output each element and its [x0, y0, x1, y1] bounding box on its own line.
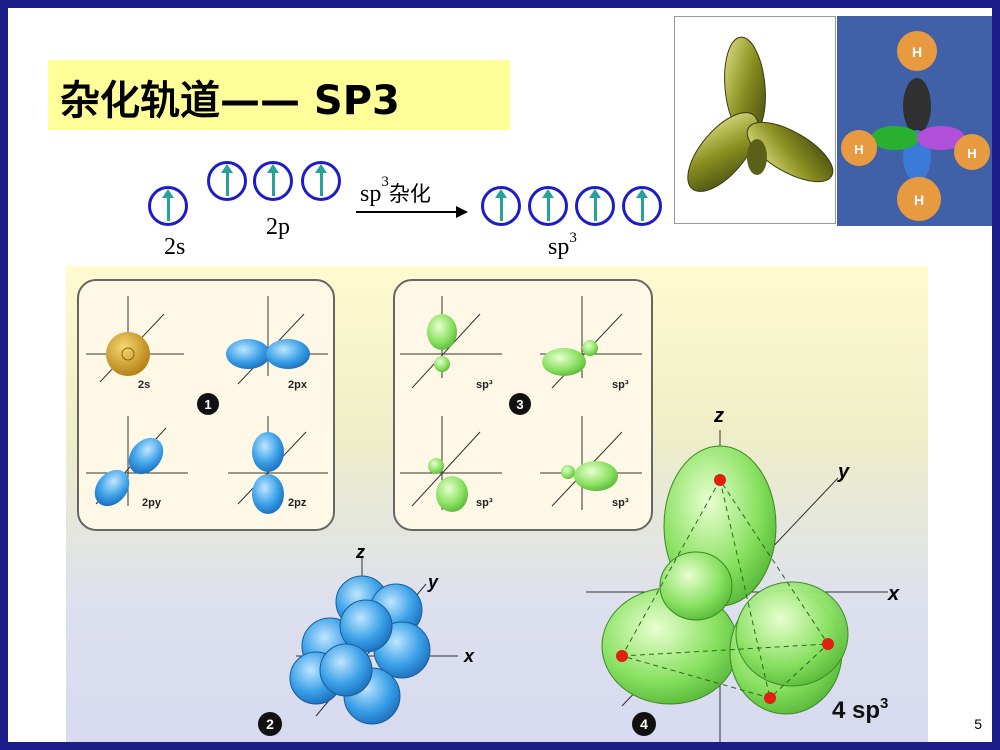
step-number: 3 [516, 397, 523, 412]
page-number: 5 [974, 716, 982, 732]
h-atom-label: H [854, 142, 863, 157]
orbital-label: 2s [138, 379, 150, 391]
orbital-label: sp³ [476, 379, 493, 391]
orbital-2p-1 [207, 161, 247, 201]
step-number: 4 [640, 716, 648, 732]
methane-model: H H H H [841, 31, 990, 221]
step-number: 1 [204, 397, 211, 412]
sp3-orbital-1: sp³ [400, 296, 502, 391]
px-orbital: 2px [226, 296, 328, 391]
step-number-badge [632, 712, 656, 736]
orbital-figures: 2s 2px 2py [77, 279, 900, 742]
label-2s: 2s [164, 234, 186, 260]
slide-title: 杂化轨道—— SP3 [60, 78, 400, 124]
methane-model-image: H H H H [837, 16, 992, 226]
axis-label-y: y [837, 461, 850, 483]
s-orbital: 2s [86, 296, 184, 391]
axis-label-z: z [713, 405, 724, 427]
orbital-sp3-1 [481, 186, 521, 226]
electron-arrow [162, 189, 174, 221]
title-box: 杂化轨道—— SP3 [48, 60, 510, 130]
label-sp3: sp3 [548, 230, 577, 260]
electron-arrow [542, 189, 554, 221]
orbital-label: sp³ [612, 497, 629, 509]
step-number-badge [509, 393, 531, 415]
axis-label-x: x [463, 646, 475, 666]
electron-arrow [636, 189, 648, 221]
hybridization-label: sp3杂化 [360, 174, 431, 207]
step-number: 2 [266, 716, 274, 732]
orbital-label: sp³ [612, 379, 629, 391]
orbital-sp3-4 [622, 186, 662, 226]
axis-label-y: y [427, 572, 439, 592]
orbital-label: 2px [288, 379, 308, 391]
orbital-label: sp³ [476, 497, 493, 509]
pz-orbital: 2pz [228, 416, 328, 514]
h-atom-label: H [912, 44, 922, 60]
h-atom-label: H [967, 146, 976, 161]
orbital-figure-panel: 2s 2px 2py [66, 266, 928, 742]
label-2p: 2p [266, 214, 290, 240]
step-number-badge [197, 393, 219, 415]
electron-arrow [495, 189, 507, 221]
sp3-lobes-image [674, 16, 836, 224]
hybridization-arrow [356, 206, 468, 218]
electron-arrow [315, 164, 327, 196]
combined-p-orbitals: z y x [289, 542, 475, 725]
orbital-2s [148, 186, 188, 226]
electron-arrow [221, 164, 233, 196]
orbital-label: 2pz [288, 497, 307, 509]
tetrahedral-sp3-orbitals: z y x [586, 405, 900, 742]
axis-label-z: z [355, 542, 365, 562]
orbital-2p-2 [253, 161, 293, 201]
py-orbital: 2py [86, 416, 188, 509]
h-atom-label: H [914, 192, 924, 208]
orbital-sp3-2 [528, 186, 568, 226]
electron-arrow [267, 164, 279, 196]
step-number-badge [258, 712, 282, 736]
sp3-orbital-4: sp³ [540, 416, 642, 510]
sp3-orbital-3: sp³ [400, 416, 502, 512]
olive-orbital-lobes [687, 36, 834, 192]
electron-arrow [589, 189, 601, 221]
sp3-count-label: 4 sp3 [832, 695, 888, 724]
orbital-label: 2py [142, 497, 162, 509]
sp3-orbital-2: sp³ [540, 296, 642, 391]
orbital-2p-3 [301, 161, 341, 201]
orbital-sp3-3 [575, 186, 615, 226]
axis-label-x: x [887, 583, 900, 605]
